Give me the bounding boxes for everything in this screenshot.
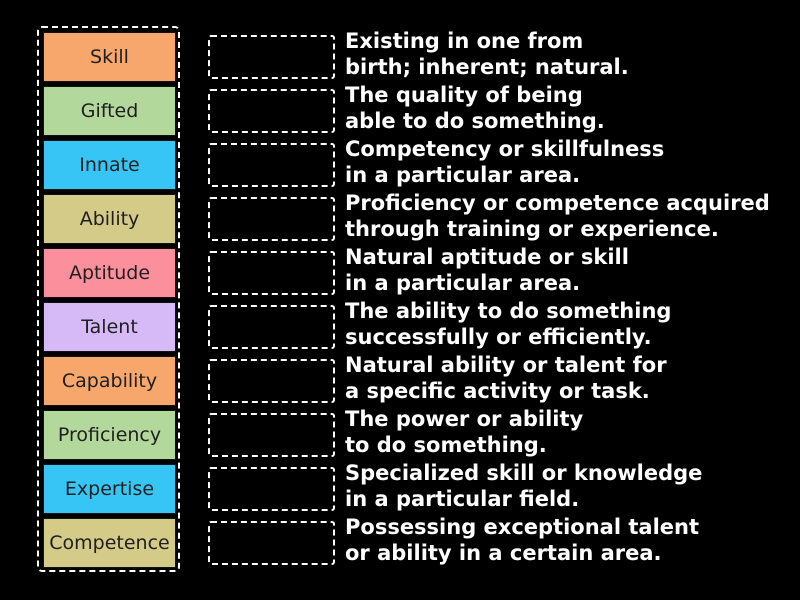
drop-slot-4[interactable] — [208, 197, 335, 241]
definition-10: Possessing exceptional talent or ability… — [345, 514, 785, 566]
tile-expertise[interactable]: Expertise — [43, 464, 176, 514]
definition-line: successfully or efficiently. — [345, 325, 652, 349]
word-bank: Skill Gifted Innate Ability Aptitude Tal… — [37, 26, 180, 572]
definition-line: The ability to do something — [345, 299, 672, 323]
definition-line: Existing in one from — [345, 29, 584, 53]
drop-slot-10[interactable] — [208, 521, 335, 565]
definition-line: Natural ability or talent for — [345, 353, 667, 377]
definition-line: in a particular area. — [345, 163, 581, 187]
definition-line: able to do something. — [345, 109, 605, 133]
tile-capability[interactable]: Capability — [43, 356, 176, 406]
drop-slot-8[interactable] — [208, 413, 335, 457]
tile-talent[interactable]: Talent — [43, 302, 176, 352]
definition-line: Proficiency or competence acquired — [345, 191, 770, 215]
tile-gifted[interactable]: Gifted — [43, 86, 176, 136]
definition-line: birth; inherent; natural. — [345, 55, 629, 79]
drop-slot-3[interactable] — [208, 143, 335, 187]
definition-1: Existing in one from birth; inherent; na… — [345, 28, 785, 80]
definition-line: Competency or skillfulness — [345, 137, 665, 161]
tile-skill[interactable]: Skill — [43, 32, 176, 82]
tile-ability[interactable]: Ability — [43, 194, 176, 244]
definition-3: Competency or skillfulness in a particul… — [345, 136, 785, 188]
definition-line: through training or experience. — [345, 217, 719, 241]
definition-7: Natural ability or talent for a specific… — [345, 352, 785, 404]
tile-competence[interactable]: Competence — [43, 518, 176, 568]
tile-proficiency[interactable]: Proficiency — [43, 410, 176, 460]
definition-6: The ability to do something successfully… — [345, 298, 785, 350]
definition-line: or ability in a certain area. — [345, 541, 662, 565]
definition-line: Specialized skill or knowledge — [345, 461, 703, 485]
definition-9: Specialized skill or knowledge in a part… — [345, 460, 785, 512]
tile-innate[interactable]: Innate — [43, 140, 176, 190]
drop-slot-6[interactable] — [208, 305, 335, 349]
definition-line: The power or ability — [345, 407, 584, 431]
definition-4: Proficiency or competence acquired throu… — [345, 190, 785, 242]
drop-slot-2[interactable] — [208, 89, 335, 133]
definition-line: Possessing exceptional talent — [345, 515, 699, 539]
drop-slot-5[interactable] — [208, 251, 335, 295]
definition-line: a specific activity or task. — [345, 379, 650, 403]
definition-line: in a particular area. — [345, 271, 581, 295]
drop-slot-7[interactable] — [208, 359, 335, 403]
definition-line: Natural aptitude or skill — [345, 245, 629, 269]
definition-5: Natural aptitude or skill in a particula… — [345, 244, 785, 296]
drop-slot-1[interactable] — [208, 35, 335, 79]
drop-slot-9[interactable] — [208, 467, 335, 511]
definition-2: The quality of being able to do somethin… — [345, 82, 785, 134]
tile-aptitude[interactable]: Aptitude — [43, 248, 176, 298]
definition-line: The quality of being — [345, 83, 583, 107]
definition-line: to do something. — [345, 433, 547, 457]
definition-8: The power or ability to do something. — [345, 406, 785, 458]
definition-line: in a particular field. — [345, 487, 580, 511]
